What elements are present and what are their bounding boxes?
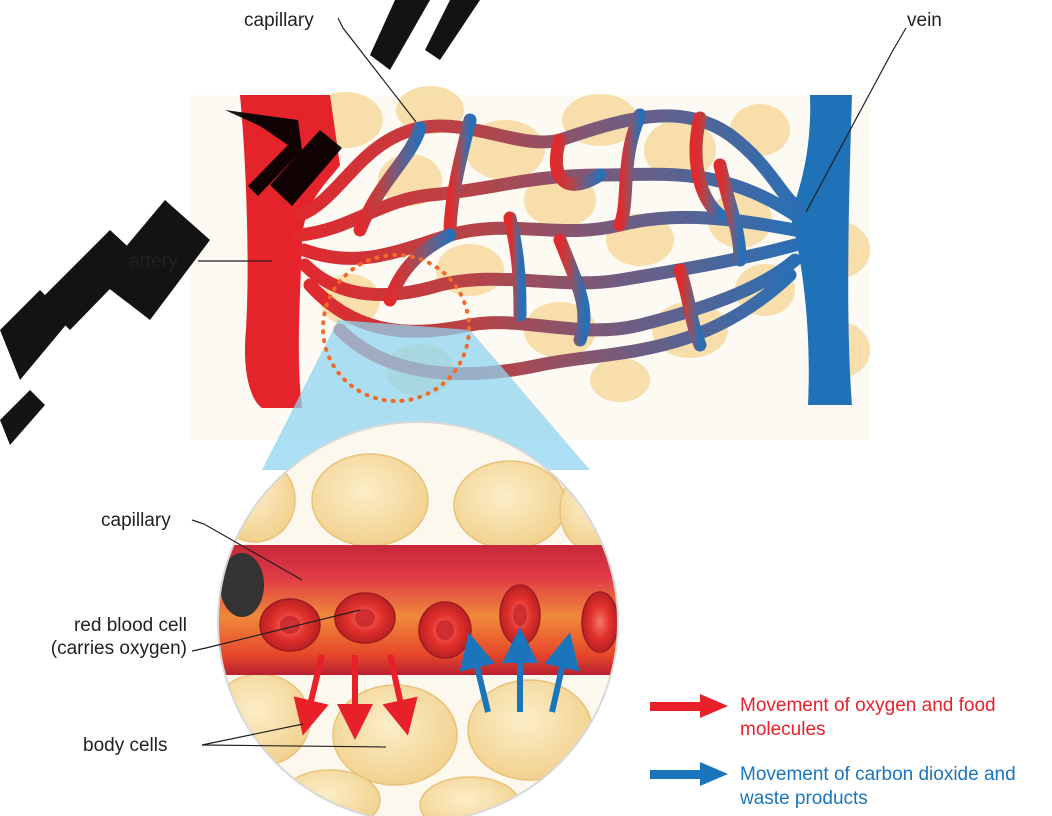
legend-carbon-text: Movement of carbon dioxide and waste pro… (740, 763, 1050, 811)
label-rbc-line2: (carries oxygen) (27, 637, 187, 660)
label-capillary-top: capillary (244, 9, 314, 32)
label-body-cells: body cells (83, 734, 168, 757)
label-vein: vein (907, 9, 942, 32)
label-capillary-zoom: capillary (101, 509, 171, 532)
label-artery: artery (129, 250, 178, 273)
label-red-blood-cell: red blood cell (carries oxygen) (27, 614, 187, 660)
legend-carbon-arrow (650, 762, 728, 786)
legend-oxygen-arrow (650, 694, 728, 718)
label-rbc-line1: red blood cell (27, 614, 187, 637)
legend-oxygen-text: Movement of oxygen and food molecules (740, 694, 1040, 742)
